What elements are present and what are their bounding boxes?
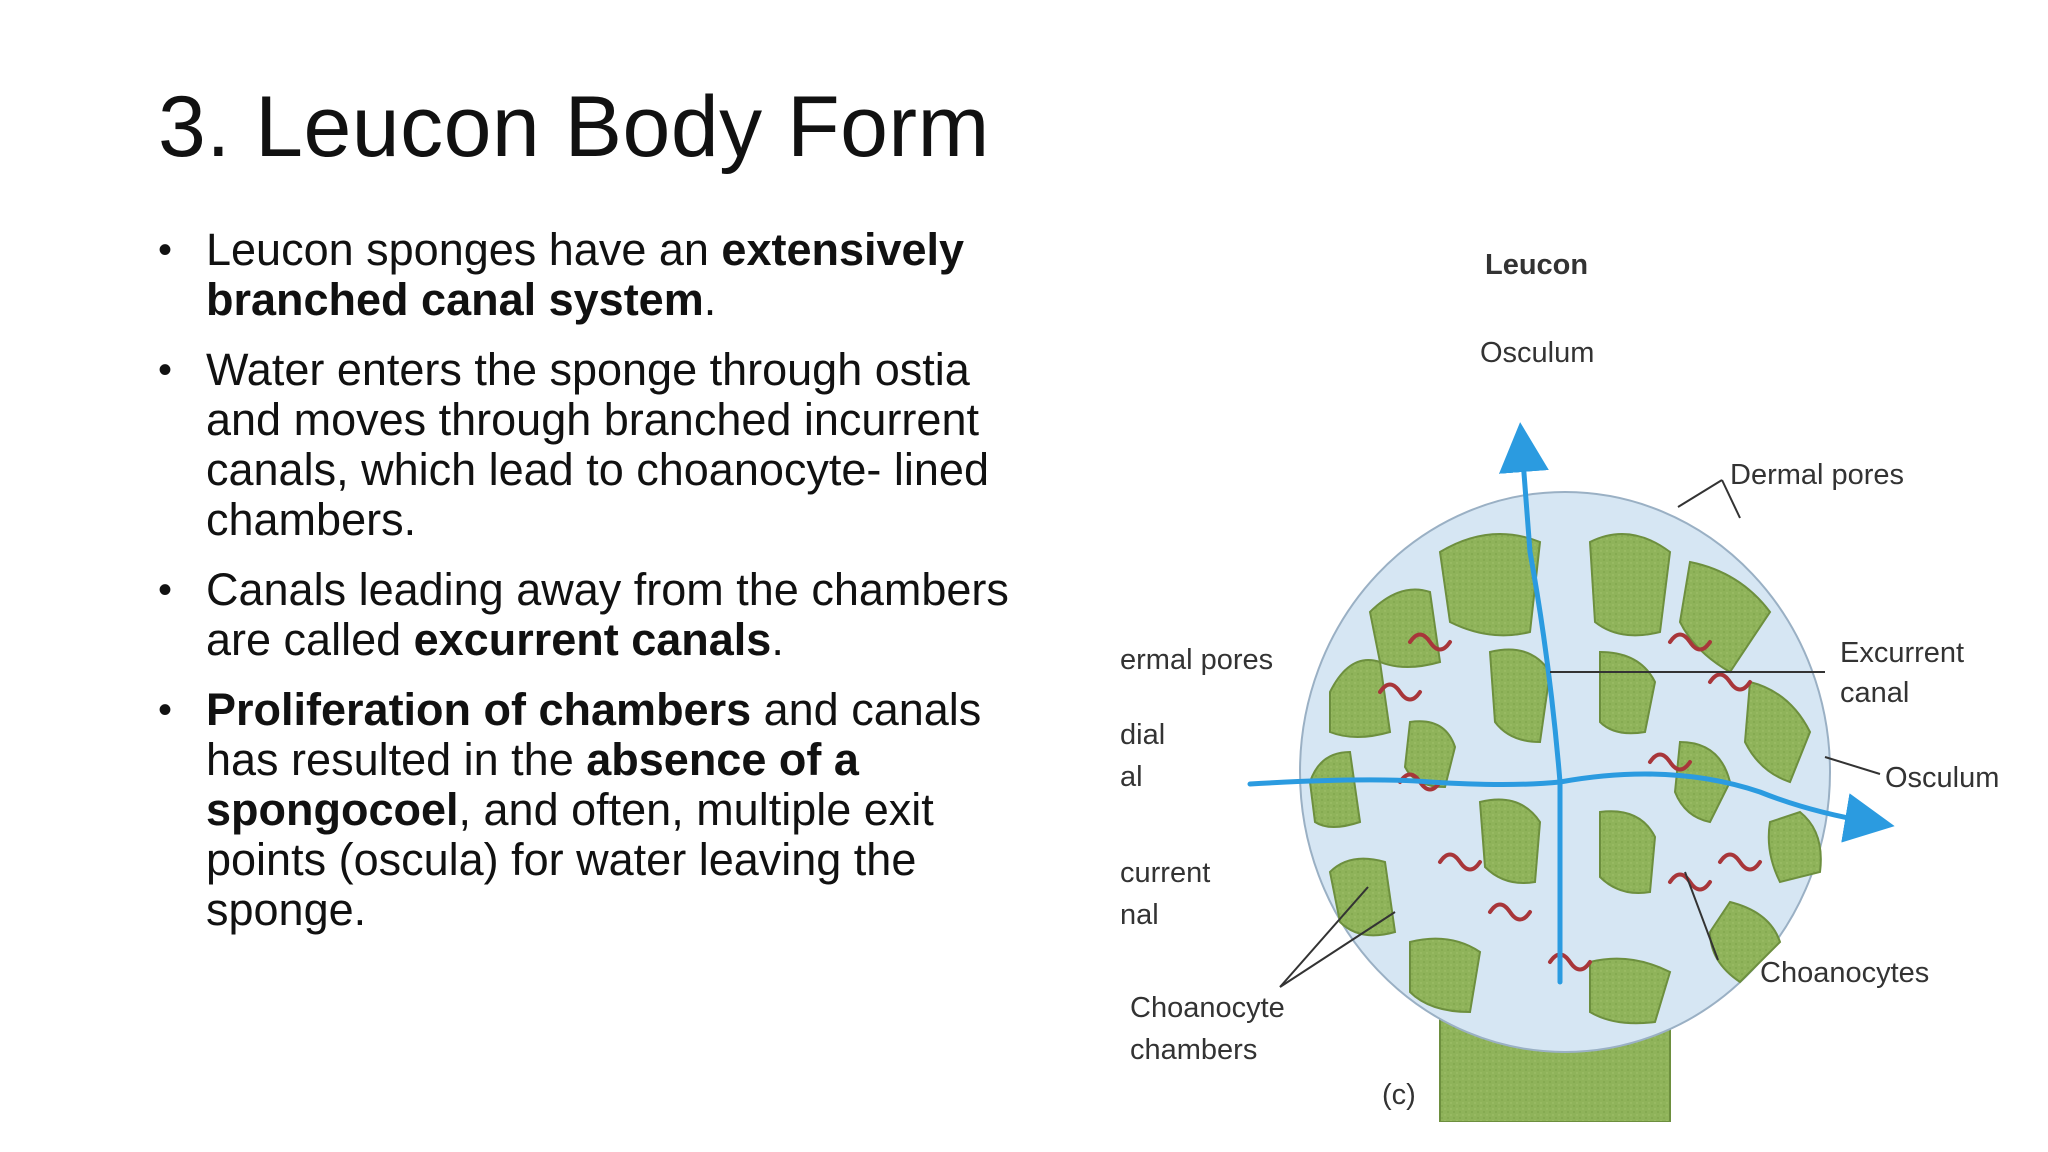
label-incurrent-canal-cut-line2: nal [1120, 899, 1159, 931]
label-incurrent-canal-cut-line1: current [1120, 857, 1210, 889]
label-excurrent-canal-line2: canal [1840, 677, 1909, 709]
bullet-item: • Canals leading away from the chambers a… [158, 565, 1038, 665]
leucon-diagram-svg: Leucon Osculum Dermal pores Excurrent ca… [1120, 249, 1999, 1122]
bullet-item: • Leucon sponges have an extensively bran… [158, 225, 1038, 325]
bullet-glyph: • [158, 348, 173, 392]
bullet-text: Canals leading away from the chambers ar… [206, 564, 1009, 665]
label-choanocytes: Choanocytes [1760, 957, 1929, 989]
water-flow-arrows [1247, 422, 1895, 985]
label-dermal-pores-right: Dermal pores [1730, 459, 1904, 491]
slide-title: 3. Leucon Body Form [158, 79, 990, 175]
label-osculum-right: Osculum [1885, 762, 1999, 794]
leader-lines [1279, 479, 1881, 988]
bullet-text: . [771, 614, 784, 665]
bullet-glyph: • [158, 568, 173, 612]
bullet-text-bold: excurrent canals [413, 614, 772, 665]
label-choanocyte-chambers-line2: chambers [1130, 1034, 1257, 1066]
bullet-text: Water enters the sponge through ostia an… [206, 344, 989, 545]
bullet-glyph: • [158, 228, 173, 272]
label-radial-canal-cut-line2: al [1120, 761, 1143, 793]
bullet-glyph: • [158, 688, 173, 732]
bullet-text: , and often, multiple exit points (oscul… [206, 784, 934, 935]
figure-heading: Leucon [1485, 249, 1588, 281]
tissue-lobes [1308, 533, 1822, 1025]
label-panel-letter: (c) [1382, 1079, 1416, 1111]
label-osculum-top: Osculum [1480, 337, 1594, 369]
label-radial-canal-cut-line1: dial [1120, 719, 1165, 751]
bullet-text-bold: Proliferation of chambers [206, 684, 752, 735]
bullet-text: . [703, 274, 717, 325]
label-dermal-pores-left-cut: ermal pores [1120, 644, 1273, 676]
bullet-item: • Proliferation of chambers and canals ha… [158, 685, 1038, 935]
bullet-item: • Water enters the sponge through ostia a… [158, 345, 1038, 545]
bullet-text-bold: extensively branched canal system [206, 224, 965, 325]
bullet-list: • Leucon sponges have an extensively bran… [158, 225, 1038, 955]
label-excurrent-canal-line1: Excurrent [1840, 637, 1964, 669]
bullet-text: Leucon sponges have an [206, 224, 722, 275]
leucon-diagram: Leucon Osculum Dermal pores Excurrent ca… [1110, 222, 2016, 1122]
bullet-text: and canals has resulted in the [206, 684, 982, 785]
bullet-text-bold: absence of a spongocoel [206, 734, 859, 835]
label-choanocyte-chambers-line1: Choanocyte [1130, 992, 1285, 1024]
